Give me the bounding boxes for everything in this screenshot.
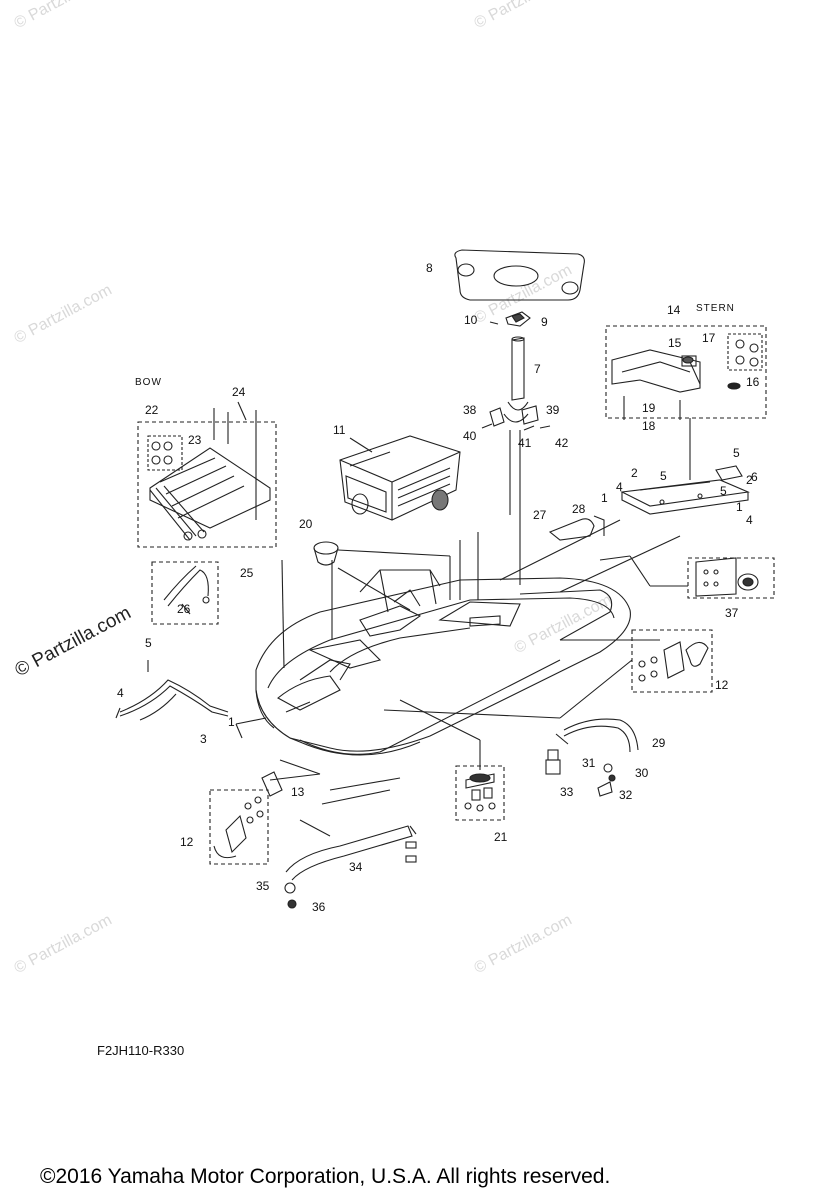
cleat-part <box>464 773 496 812</box>
part-label-17[interactable]: 17 <box>702 331 716 345</box>
part-label-11[interactable]: 11 <box>333 423 346 437</box>
part-label-2[interactable]: 2 <box>631 466 638 480</box>
part-label-7[interactable]: 7 <box>534 362 541 376</box>
part-label-34[interactable]: 34 <box>349 860 363 874</box>
part-label-4[interactable]: 4 <box>616 480 623 494</box>
part-label-1[interactable]: 1 <box>228 715 235 729</box>
clip-part <box>548 515 605 541</box>
stern-rubber-pads <box>727 333 763 371</box>
part-label-32[interactable]: 32 <box>619 788 633 802</box>
part-label-6[interactable]: 6 <box>751 470 758 484</box>
part-label-15[interactable]: 15 <box>668 336 682 350</box>
part-label-5[interactable]: 5 <box>660 469 667 483</box>
part-label-28[interactable]: 28 <box>572 502 586 516</box>
part-label-21[interactable]: 21 <box>494 830 508 844</box>
grab-handle-part <box>555 718 639 753</box>
part-label-4[interactable]: 4 <box>117 686 124 700</box>
part-label-16[interactable]: 16 <box>746 375 760 389</box>
stern-handle-part <box>611 349 701 393</box>
part-label-27[interactable]: 27 <box>533 508 547 522</box>
part-label-29[interactable]: 29 <box>652 736 666 750</box>
seat-cushion-part <box>454 249 585 301</box>
part-label-40[interactable]: 40 <box>463 429 477 443</box>
part-label-38[interactable]: 38 <box>463 403 477 417</box>
part-label-37[interactable]: 37 <box>725 606 739 620</box>
part-label-35[interactable]: 35 <box>256 879 270 893</box>
part-label-18[interactable]: 18 <box>642 419 656 433</box>
part-label-22[interactable]: 22 <box>145 403 159 417</box>
part-label-5[interactable]: 5 <box>733 446 740 460</box>
hull-part <box>255 569 631 756</box>
part-label-24[interactable]: 24 <box>232 385 246 399</box>
part-label-2[interactable]: 2 <box>746 473 753 487</box>
knob-part <box>505 311 531 327</box>
rail-part <box>285 825 413 881</box>
part-label-5[interactable]: 5 <box>720 484 727 498</box>
part-label-14[interactable]: 14 <box>667 303 681 317</box>
part-label-33[interactable]: 33 <box>560 785 574 799</box>
part-label-19[interactable]: 19 <box>642 401 656 415</box>
rubber-stoppers <box>147 435 183 471</box>
part-label-31[interactable]: 31 <box>582 756 596 770</box>
bow-ladder-part <box>149 447 271 541</box>
part-label-8[interactable]: 8 <box>426 261 433 275</box>
stern-label: STERN <box>696 303 735 314</box>
pedestal-post-part <box>507 336 529 411</box>
part-label-23[interactable]: 23 <box>188 433 202 447</box>
cable-part <box>119 679 229 721</box>
part-label-20[interactable]: 20 <box>299 517 313 531</box>
drain-plug-part <box>695 557 759 597</box>
part-label-39[interactable]: 39 <box>546 403 560 417</box>
part-label-42[interactable]: 42 <box>555 436 569 450</box>
part-label-36[interactable]: 36 <box>312 900 326 914</box>
part-label-25[interactable]: 25 <box>240 566 254 580</box>
part-label-3[interactable]: 3 <box>200 732 207 746</box>
part-label-1[interactable]: 1 <box>736 500 743 514</box>
part-label-41[interactable]: 41 <box>518 436 532 450</box>
copyright-notice: ©2016 Yamaha Motor Corporation, U.S.A. A… <box>40 1165 611 1188</box>
part-label-30[interactable]: 30 <box>635 766 649 780</box>
part-label-9[interactable]: 9 <box>541 315 548 329</box>
part-label-1[interactable]: 1 <box>601 491 608 505</box>
bow-label: BOW <box>135 377 162 388</box>
cooler-part <box>339 435 461 521</box>
part-label-10[interactable]: 10 <box>464 313 478 327</box>
part-label-4[interactable]: 4 <box>746 513 753 527</box>
part-label-13[interactable]: 13 <box>291 785 305 799</box>
part-label-26[interactable]: 26 <box>177 602 191 616</box>
part-label-12[interactable]: 12 <box>180 835 194 849</box>
part-label-12[interactable]: 12 <box>715 678 729 692</box>
tow-eye-part-right <box>638 641 709 682</box>
stern-bracket-part <box>620 479 751 515</box>
part-label-5[interactable]: 5 <box>145 636 152 650</box>
cup-holder-part <box>313 541 339 566</box>
drawing-code: F2JH110-R330 <box>97 1043 185 1058</box>
tow-eye-part-left <box>213 796 264 859</box>
